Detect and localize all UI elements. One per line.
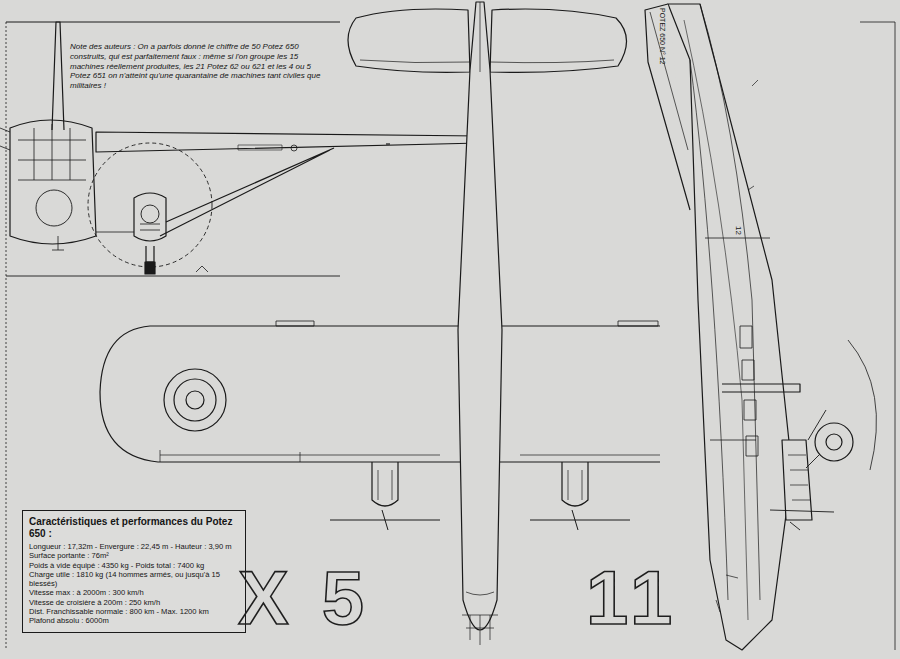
registration-text: POTEZ 650 N° 12 [659, 8, 666, 65]
spec-line: Dist. Franchissable normale : 800 km - M… [29, 607, 239, 616]
spec-line: Plafond absolu : 6000m [29, 616, 239, 625]
spec-line: Poids à vide équipé : 4350 kg - Poids to… [29, 561, 239, 570]
spec-line: Vitesse de croisière à 200m : 250 km/h [29, 598, 239, 607]
spec-box: Caractéristiques et performances du Pote… [22, 510, 246, 633]
author-note: Note des auteurs : On a parfois donné le… [70, 42, 332, 91]
spec-line: Surface portante : 76m² [29, 551, 239, 560]
fuselage-number: 12 [734, 226, 742, 235]
code-letters: X 5 [238, 560, 370, 636]
code-number: 11 [586, 560, 678, 636]
spec-line: Vitesse max : à 2000m : 300 km/h [29, 588, 239, 597]
spec-line: Charge utile : 1810 kg (14 hommes armés,… [29, 570, 239, 589]
spec-heading: Caractéristiques et performances du Pote… [29, 516, 239, 539]
spec-line: Longueur : 17,32m - Envergure : 22,45 m … [29, 542, 239, 551]
